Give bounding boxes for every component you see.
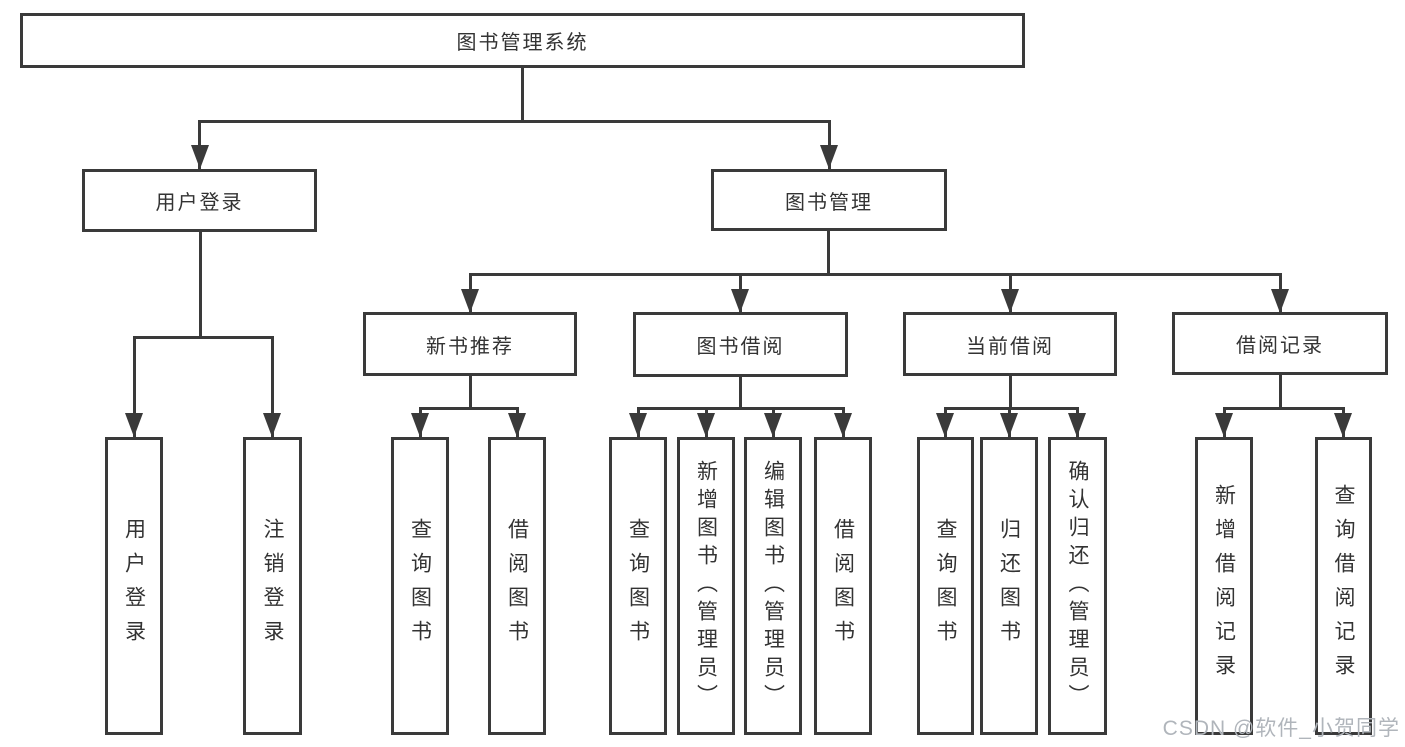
node-root-label: 图书管理系统 bbox=[456, 32, 589, 54]
connector-records-stem bbox=[1279, 374, 1282, 410]
node-borrowing-records-label: 借阅记录 bbox=[1236, 335, 1324, 357]
node-borrowing-records: 借阅记录 bbox=[1172, 312, 1388, 375]
leaf-user-login: 用户登录 bbox=[105, 437, 163, 735]
connector-user-login-drop-2 bbox=[271, 336, 274, 437]
arrowhead-icon bbox=[1215, 413, 1233, 437]
node-book-management-label: 图书管理 bbox=[785, 191, 873, 214]
connector-book-mgmt-bar bbox=[469, 273, 1282, 276]
leaf-borrow-books-recommend: 借阅图书 bbox=[488, 437, 546, 735]
leaf-query-books-borrowing-label: 查询图书 bbox=[626, 518, 650, 654]
leaf-edit-book-admin-label: 编辑图书（管理员） bbox=[761, 460, 785, 712]
node-user-login-label: 用户登录 bbox=[155, 192, 244, 214]
node-user-login: 用户登录 bbox=[82, 169, 317, 232]
arrowhead-icon bbox=[125, 413, 143, 437]
leaf-query-books-recommend-label: 查询图书 bbox=[408, 518, 432, 654]
node-root: 图书管理系统 bbox=[20, 13, 1025, 68]
connector-newbook-bar bbox=[419, 407, 518, 410]
connector-borrowing-bar bbox=[637, 407, 845, 410]
leaf-query-borrow-record-label: 查询借阅记录 bbox=[1332, 484, 1355, 688]
leaf-add-book-admin-label: 新增图书（管理员） bbox=[694, 460, 718, 712]
arrowhead-icon bbox=[936, 413, 954, 437]
connector-book-mgmt-stem bbox=[827, 231, 830, 276]
node-book-borrowing-label: 图书借阅 bbox=[696, 336, 785, 358]
node-new-book-recommend-label: 新书推荐 bbox=[426, 335, 514, 358]
leaf-borrow-books-label: 借阅图书 bbox=[831, 518, 855, 654]
arrowhead-icon bbox=[1001, 289, 1019, 313]
arrowhead-icon bbox=[629, 413, 647, 437]
leaf-query-books-borrowing: 查询图书 bbox=[609, 437, 667, 735]
connector-user-login-bar bbox=[133, 336, 274, 339]
arrowhead-icon bbox=[697, 413, 715, 437]
leaf-logout: 注销登录 bbox=[243, 437, 302, 735]
leaf-confirm-return-admin-label: 确认归还（管理员） bbox=[1066, 460, 1089, 712]
connector-current-stem bbox=[1009, 375, 1012, 410]
node-current-borrowing-label: 当前借阅 bbox=[966, 335, 1054, 358]
leaf-edit-book-admin: 编辑图书（管理员） bbox=[744, 437, 802, 735]
leaf-add-borrow-record-label: 新增借阅记录 bbox=[1212, 484, 1236, 688]
leaf-add-borrow-record: 新增借阅记录 bbox=[1195, 437, 1253, 735]
arrowhead-icon bbox=[764, 413, 782, 437]
node-book-management: 图书管理 bbox=[711, 169, 947, 231]
connector-root-drop-right bbox=[828, 120, 831, 169]
connector-user-login-stem bbox=[199, 232, 202, 339]
arrowhead-icon bbox=[461, 289, 479, 313]
leaf-query-borrow-record: 查询借阅记录 bbox=[1315, 437, 1372, 735]
leaf-query-books-current: 查询图书 bbox=[917, 437, 974, 735]
arrowhead-icon bbox=[1000, 413, 1018, 437]
leaf-borrow-books: 借阅图书 bbox=[814, 437, 872, 735]
connector-root-bar bbox=[198, 120, 831, 123]
node-book-borrowing: 图书借阅 bbox=[633, 312, 848, 377]
watermark: CSDN @软件_小贺同学 bbox=[1162, 717, 1400, 740]
leaf-query-books-current-label: 查询图书 bbox=[934, 518, 957, 654]
arrowhead-icon bbox=[191, 145, 209, 169]
node-new-book-recommend: 新书推荐 bbox=[363, 312, 577, 376]
leaf-return-book: 归还图书 bbox=[980, 437, 1038, 735]
leaf-borrow-books-recommend-label: 借阅图书 bbox=[505, 518, 529, 654]
arrowhead-icon bbox=[1068, 413, 1086, 437]
connector-current-bar bbox=[944, 407, 1079, 410]
arrowhead-icon bbox=[411, 413, 429, 437]
leaf-confirm-return-admin: 确认归还（管理员） bbox=[1048, 437, 1107, 735]
arrowhead-icon bbox=[834, 413, 852, 437]
leaf-add-book-admin: 新增图书（管理员） bbox=[677, 437, 735, 735]
connector-root-drop-left bbox=[198, 120, 201, 169]
arrowhead-icon bbox=[508, 413, 526, 437]
leaf-logout-label: 注销登录 bbox=[261, 518, 284, 654]
connector-records-bar bbox=[1223, 407, 1345, 410]
arrowhead-icon bbox=[263, 413, 281, 437]
arrowhead-icon bbox=[731, 289, 749, 313]
connector-user-login-drop-1 bbox=[133, 336, 136, 437]
node-current-borrowing: 当前借阅 bbox=[903, 312, 1117, 376]
connector-root-stem bbox=[521, 68, 524, 123]
leaf-query-books-recommend: 查询图书 bbox=[391, 437, 449, 735]
arrowhead-icon bbox=[1334, 413, 1352, 437]
arrowhead-icon bbox=[820, 145, 838, 169]
connector-newbook-stem bbox=[469, 375, 472, 410]
connector-borrowing-stem bbox=[739, 377, 742, 410]
arrowhead-icon bbox=[1271, 289, 1289, 313]
leaf-user-login-label: 用户登录 bbox=[122, 518, 146, 654]
leaf-return-book-label: 归还图书 bbox=[997, 518, 1021, 654]
